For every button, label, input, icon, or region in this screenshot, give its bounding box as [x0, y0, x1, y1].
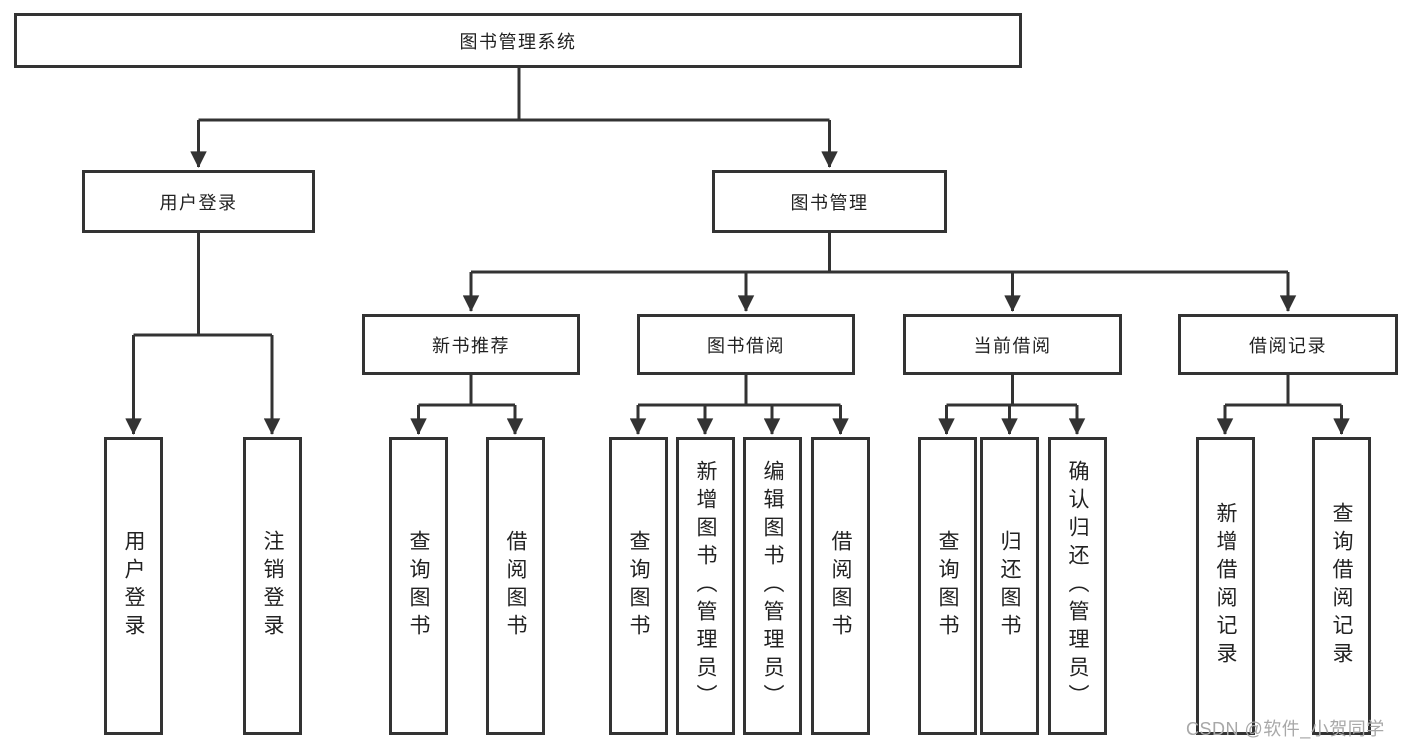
leaf-confirm-return-admin: 确认归还（管理员） [1048, 437, 1107, 735]
node-label: 图书借阅 [707, 335, 785, 356]
node-label: 图书管理 [790, 192, 869, 213]
node-label: 新书推荐 [432, 335, 510, 356]
node-label: 借阅记录 [1249, 335, 1327, 356]
node-label: 图书管理系统 [459, 31, 577, 52]
node-label: 当前借阅 [973, 335, 1052, 356]
node-book-management: 图书管理 [712, 170, 947, 233]
watermark: CSDN @软件_小贺同学 [1186, 719, 1385, 739]
leaf-query-borrow-record: 查询借阅记录 [1312, 437, 1371, 735]
branch-borrow-records [1225, 375, 1342, 407]
branch-new-book-recommend [418, 375, 515, 407]
node-label: 借阅图书 [504, 530, 527, 642]
node-label: 归还图书 [998, 530, 1021, 642]
node-label: 查询借阅记录 [1330, 502, 1353, 670]
leaf-borrow-books: 借阅图书 [811, 437, 870, 735]
branch-user-login [133, 233, 272, 337]
leaf-query-books-current: 查询图书 [918, 437, 977, 735]
leaf-borrow-books-recommend: 借阅图书 [486, 437, 545, 735]
node-label: 注销登录 [261, 530, 284, 642]
leaf-add-borrow-record: 新增借阅记录 [1196, 437, 1255, 735]
node-label: 查询图书 [627, 530, 650, 642]
node-label: 用户登录 [159, 192, 238, 213]
node-current-borrowing: 当前借阅 [903, 314, 1122, 375]
leaf-query-books-recommend: 查询图书 [389, 437, 448, 735]
leaf-edit-books-admin: 编辑图书（管理员） [743, 437, 802, 735]
node-user-login: 用户登录 [82, 170, 315, 233]
node-label: 新增借阅记录 [1214, 502, 1237, 670]
leaf-query-books-borrowing: 查询图书 [609, 437, 668, 735]
node-book-borrowing: 图书借阅 [637, 314, 855, 375]
node-new-book-recommend: 新书推荐 [362, 314, 580, 375]
node-borrow-records: 借阅记录 [1178, 314, 1398, 375]
leaf-user-login: 用户登录 [104, 437, 163, 735]
leaf-logout: 注销登录 [243, 437, 302, 735]
branch-current-borrowing [946, 375, 1077, 407]
branch-book-management [471, 233, 1288, 274]
node-label: 查询图书 [936, 530, 959, 642]
node-label: 查询图书 [407, 530, 430, 642]
leaf-add-books-admin: 新增图书（管理员） [676, 437, 735, 735]
node-label: 编辑图书（管理员） [761, 460, 784, 712]
leaf-return-books: 归还图书 [980, 437, 1039, 735]
node-label: 借阅图书 [829, 530, 852, 642]
branch-root [198, 68, 830, 122]
branch-book-borrowing [638, 375, 841, 407]
node-library-system: 图书管理系统 [14, 13, 1022, 68]
node-label: 用户登录 [122, 530, 145, 642]
node-label: 新增图书（管理员） [694, 460, 717, 712]
node-label: 确认归还（管理员） [1066, 460, 1089, 712]
